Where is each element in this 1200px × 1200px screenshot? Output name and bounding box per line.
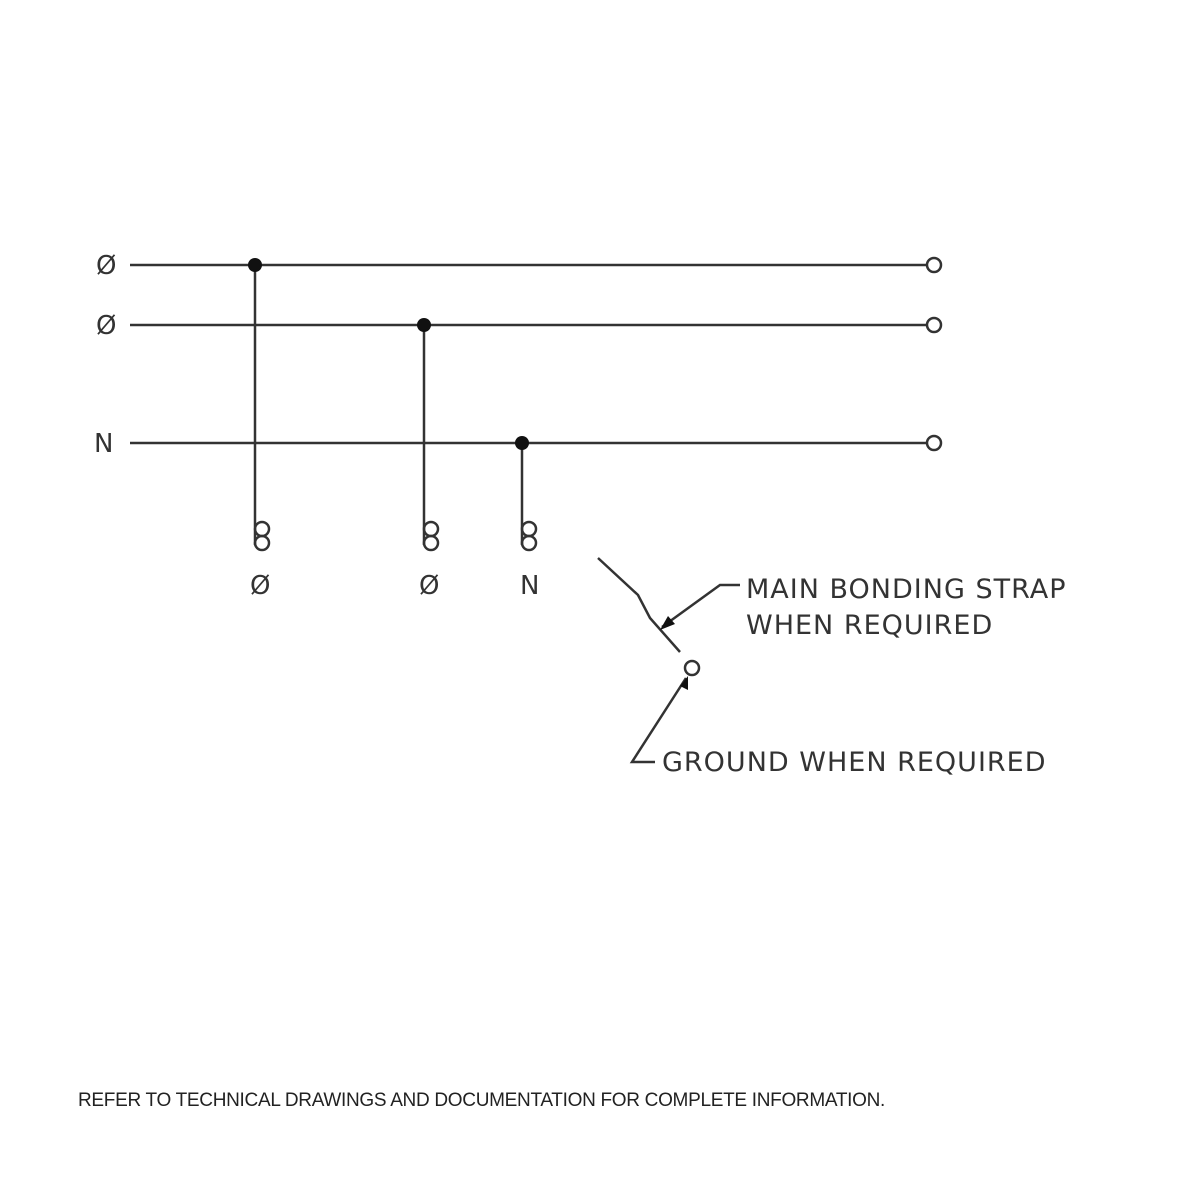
ground-leader (629, 677, 688, 764)
bonding-note-line1: MAIN BONDING STRAP (746, 574, 1067, 605)
coil-icon-1 (253, 520, 271, 552)
bonding-note-line2: WHEN REQUIRED (746, 610, 993, 641)
terminal-end-2 (925, 316, 943, 334)
junction-dot-1 (248, 258, 262, 272)
footer-note: REFER TO TECHNICAL DRAWINGS AND DOCUMENT… (78, 1090, 886, 1111)
terminal-label-3: N (520, 571, 539, 601)
terminal-end-1 (925, 256, 943, 274)
ground-note: GROUND WHEN REQUIRED (662, 747, 1047, 778)
bonding-strap (597, 557, 681, 653)
arrowhead-ground (680, 676, 688, 690)
arrowhead-bonding (660, 616, 675, 630)
junction-dot-2 (417, 318, 431, 332)
coil-icon-2 (422, 520, 440, 552)
terminal-label-2: Ø (419, 571, 439, 601)
line-label-3: N (94, 429, 113, 459)
junction-dot-3 (515, 436, 529, 450)
coil-icon-3 (520, 520, 538, 552)
terminal-end-3 (925, 434, 943, 452)
terminal-label-1: Ø (250, 571, 270, 601)
bonding-leader (661, 583, 740, 629)
ground-terminal (683, 659, 701, 677)
line-label-2: Ø (96, 311, 116, 341)
line-label-1: Ø (96, 251, 116, 281)
